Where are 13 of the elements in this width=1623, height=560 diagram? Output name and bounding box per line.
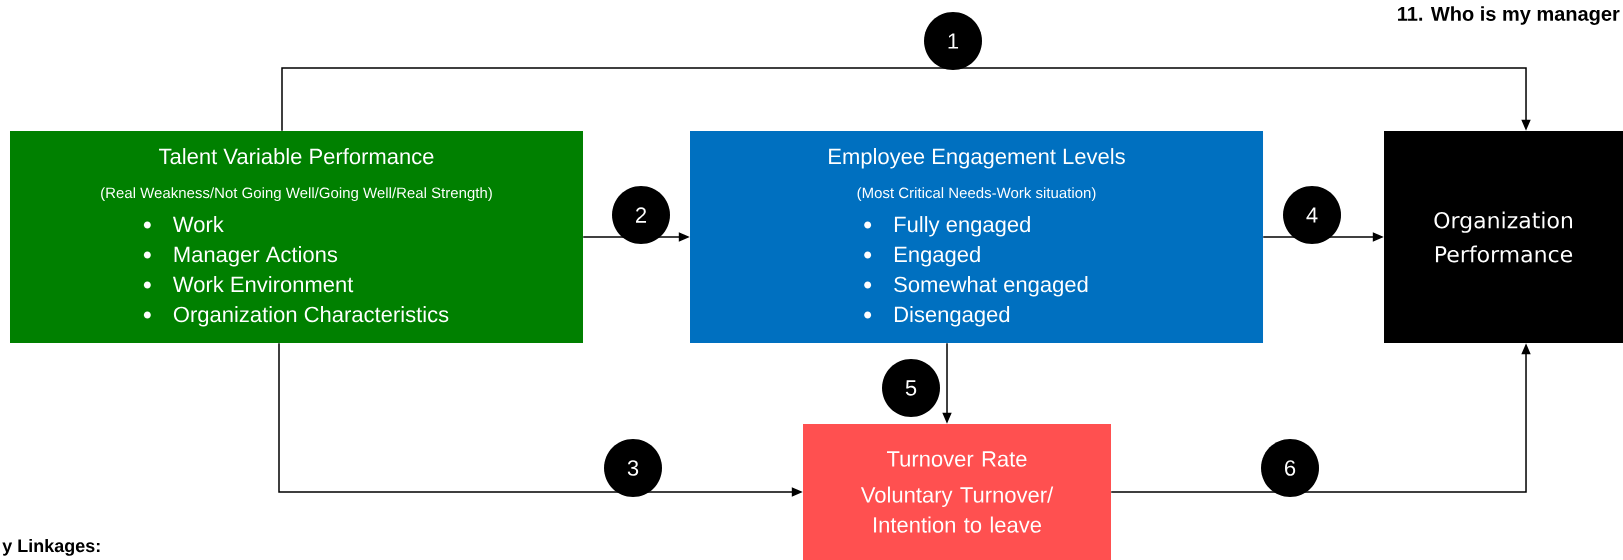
callout-number: 6 bbox=[1261, 439, 1319, 497]
note: 11. Who is my manager bbox=[1398, 6, 1620, 25]
process-box: Turnover Rate Voluntary Turnover/ Intention to leave bbox=[803, 424, 1111, 560]
process-box: Employee Engagement Levels (Most Critical Needs-Work situation) Fully engaged Engaged Somewhat engaged Disengaged bbox=[690, 131, 1263, 343]
heading: y Linkages: bbox=[2, 538, 100, 556]
process-box: Talent Variable Performance (Real Weakness/Not Going Well/Going Well/Real Strength) Work Manager Actions Work Environment Organization Characteristics bbox=[10, 131, 583, 343]
callout-number: 1 bbox=[924, 12, 982, 70]
result-box: Organization Performance bbox=[1384, 131, 1623, 343]
callout-number: 5 bbox=[882, 359, 940, 417]
callout-number: 4 bbox=[1283, 186, 1341, 244]
callout-number: 2 bbox=[612, 186, 670, 244]
callout-number: 3 bbox=[604, 439, 662, 497]
arrow bbox=[281, 67, 1531, 132]
